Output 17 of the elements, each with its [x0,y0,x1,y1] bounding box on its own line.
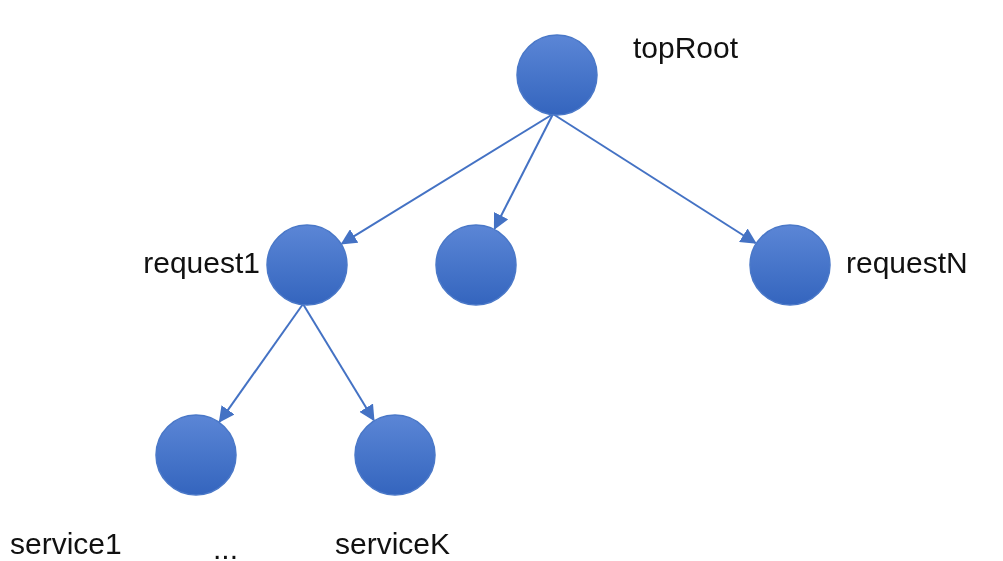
node-circle [435,224,517,306]
node-label: request1 [143,248,260,278]
node-label: service1 [10,529,122,559]
node-circle [266,224,348,306]
node-circle [155,414,237,496]
ellipsis-text: ... [213,534,238,561]
node-label: topRoot [633,33,739,63]
arrow [552,113,757,244]
node-label: requestN [846,248,968,278]
node-label: serviceK [335,529,451,559]
node-circle [354,414,436,496]
node-circle [749,224,831,306]
arrow [340,113,554,245]
node-circle [516,34,598,116]
arrow [493,113,554,230]
arrow [302,303,375,422]
arrow [218,303,304,423]
